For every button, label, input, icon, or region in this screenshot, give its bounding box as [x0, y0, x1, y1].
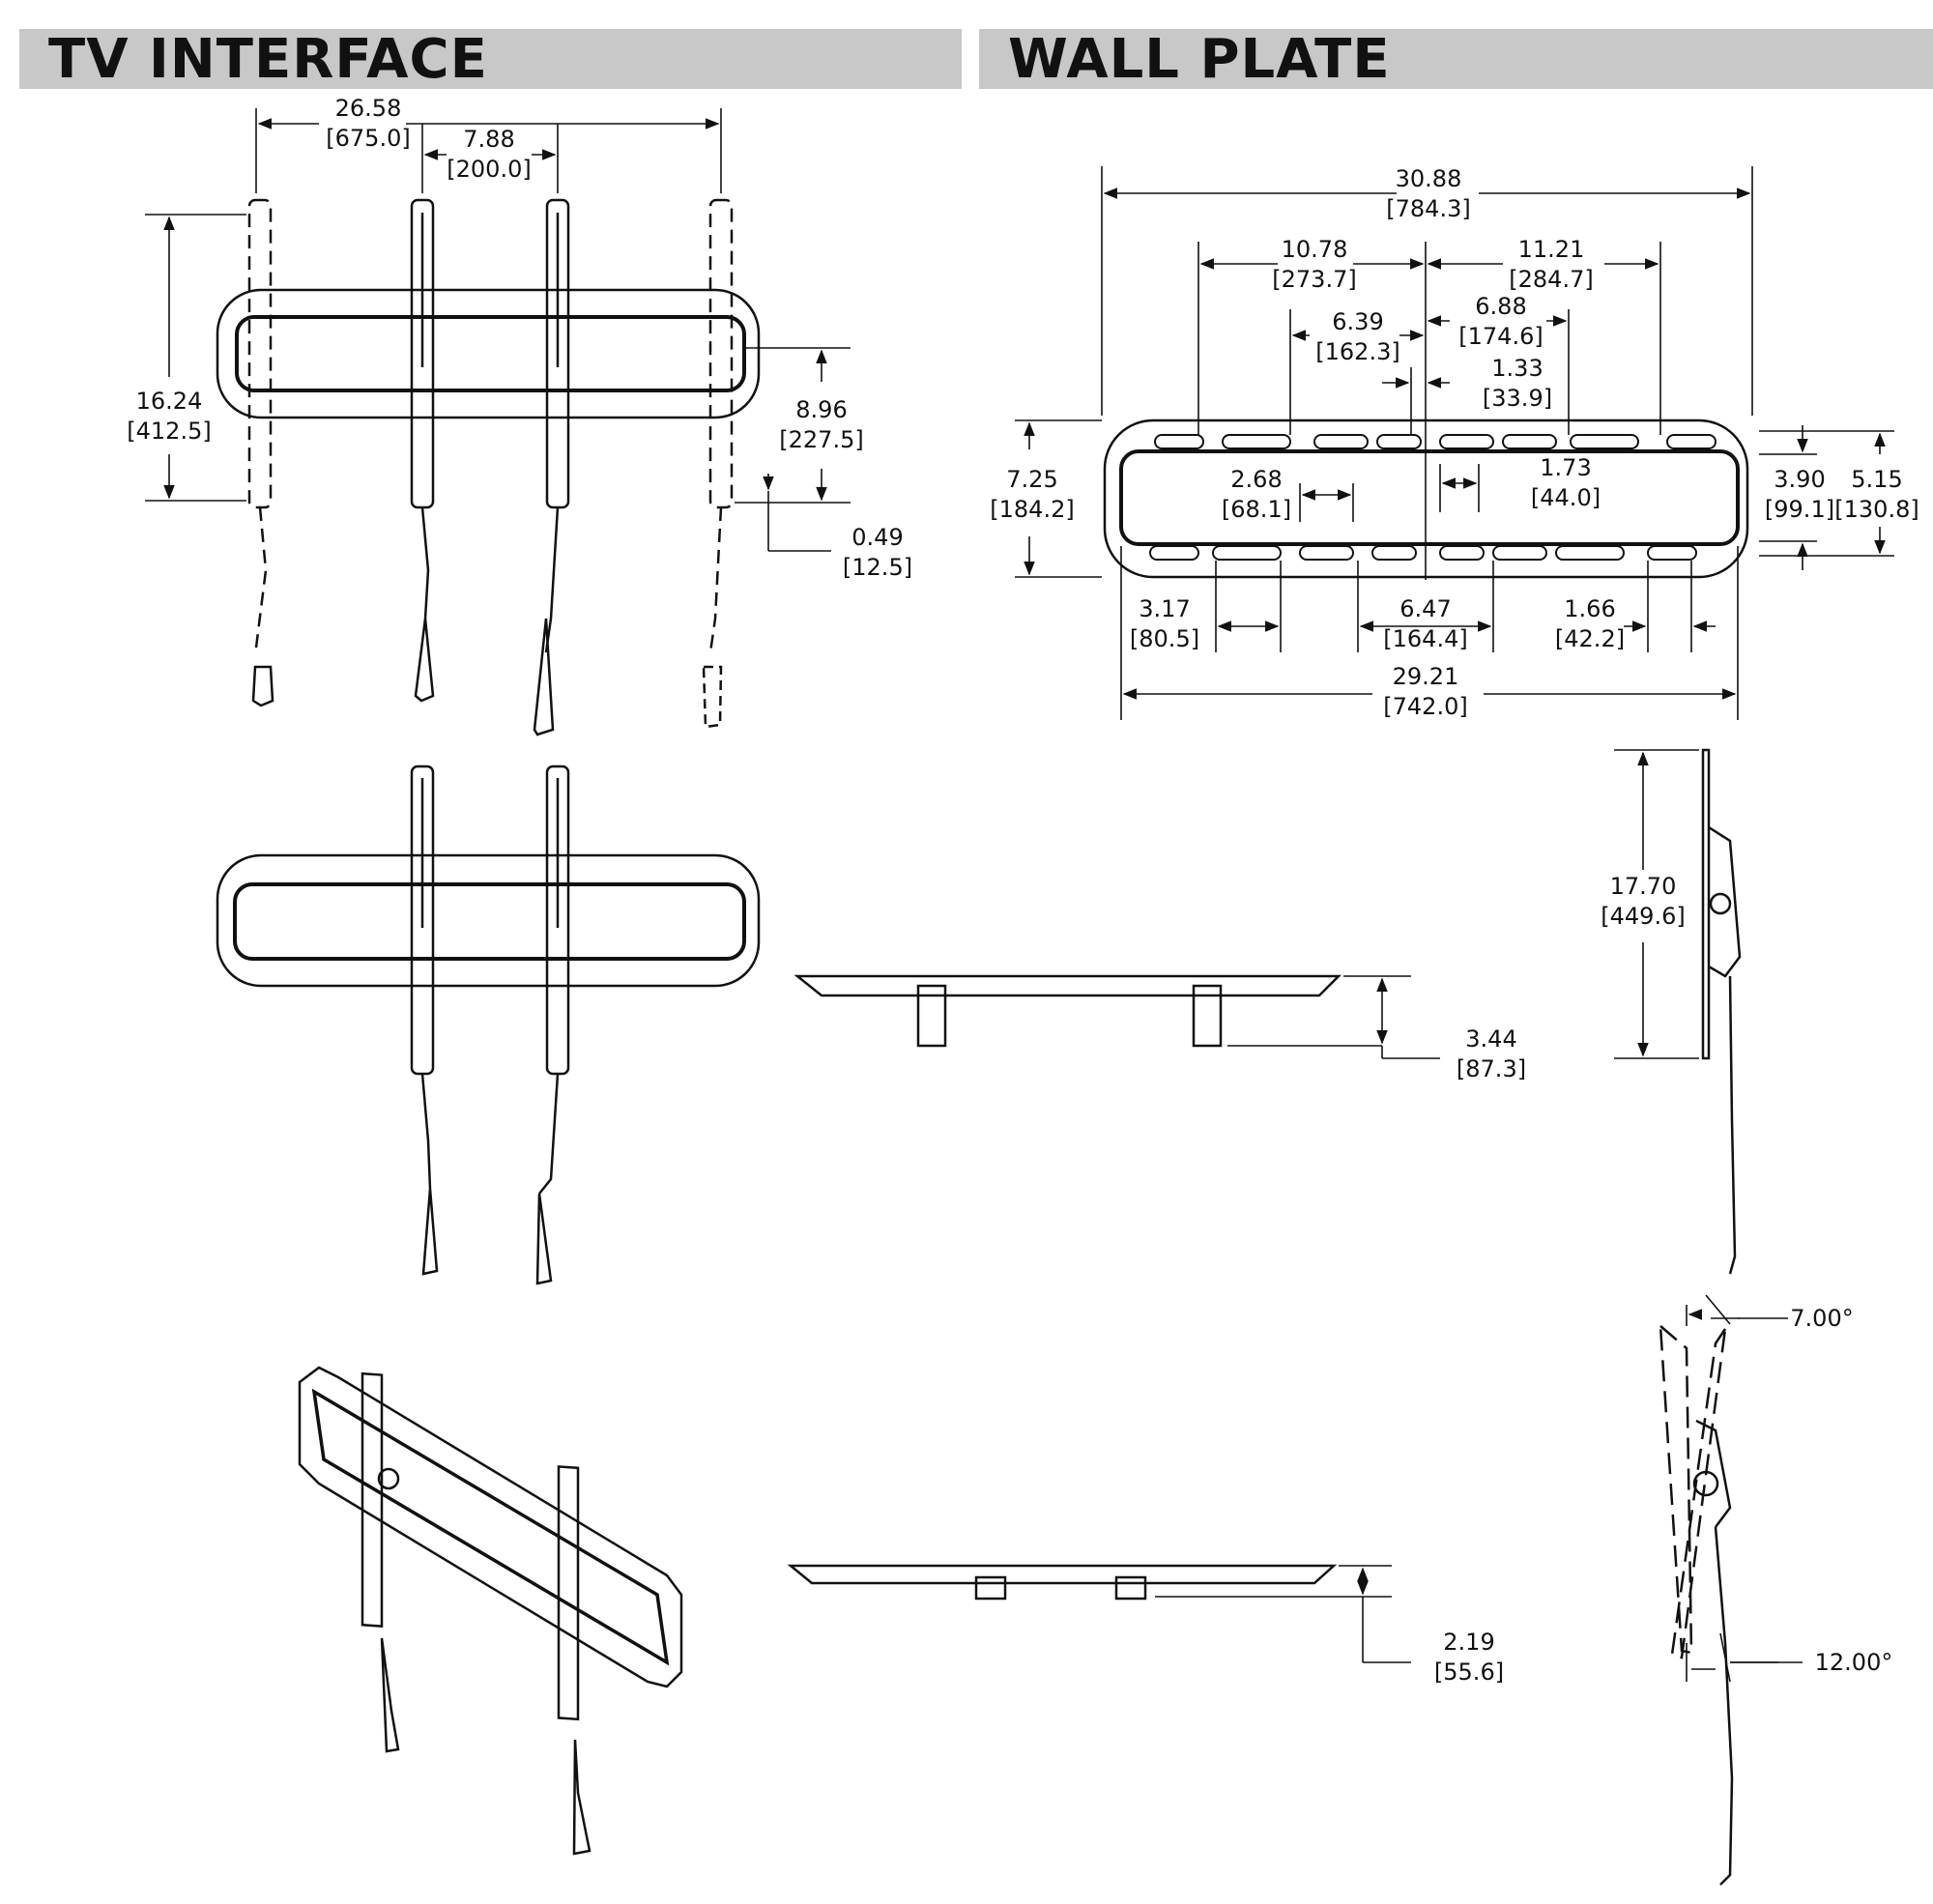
dim-0-49-mm: [12.5]	[843, 554, 912, 581]
dim-11-21-in: 11.21	[1518, 236, 1585, 263]
dim-16-24-mm: [412.5]	[127, 418, 211, 445]
dim-3-44-mm: [87.3]	[1457, 1055, 1526, 1082]
tv-interface-dimensions	[145, 108, 851, 552]
wall-plate-header: WALL PLATE	[979, 29, 1933, 89]
side-view	[1701, 748, 1742, 1275]
dim-tilt-down: 12.00°	[1815, 1649, 1893, 1676]
dim-16-24-in: 16.24	[136, 388, 203, 415]
dim-7-25-mm: [184.2]	[990, 496, 1074, 523]
wall-plate-title: WALL PLATE	[1008, 28, 1391, 91]
dim-29-21-mm: [742.0]	[1383, 693, 1467, 720]
dim-17-70-in: 17.70	[1610, 873, 1677, 900]
dim-2-68-mm: [68.1]	[1222, 496, 1291, 523]
tv-interface-title: TV INTERFACE	[48, 28, 488, 91]
dim-17-70-mm: [449.6]	[1601, 903, 1685, 930]
dim-8-96-in: 8.96	[795, 396, 847, 423]
wall-plate-inner	[235, 315, 746, 392]
dim-30-88-in: 30.88	[1396, 165, 1462, 192]
assembled-front-view	[216, 764, 761, 1285]
bracket-outer-left	[247, 198, 273, 509]
dim-10-78-mm: [273.7]	[1272, 266, 1356, 293]
dim-10-78-in: 10.78	[1282, 236, 1348, 263]
dim-6-88-mm: [174.6]	[1458, 323, 1543, 350]
top-view-min-depth-dimension	[1155, 1565, 1411, 1663]
isometric-view	[298, 1366, 683, 1856]
dim-1-66-in: 1.66	[1564, 595, 1615, 622]
dim-3-90-in: 3.90	[1774, 466, 1825, 493]
dim-2-68-in: 2.68	[1230, 466, 1282, 493]
side-view-dimension	[1614, 749, 1699, 1059]
dim-6-39-mm: [162.3]	[1315, 338, 1399, 365]
dim-5-15-mm: [130.8]	[1834, 496, 1919, 523]
top-view-max-depth	[793, 974, 1342, 1048]
dim-6-39-in: 6.39	[1332, 308, 1383, 335]
wall-plate-recess	[1119, 449, 1740, 546]
dim-2-19-mm: [55.6]	[1434, 1659, 1504, 1686]
dim-0-49-in: 0.49	[851, 524, 903, 551]
dim-8-96-mm: [227.5]	[779, 426, 863, 453]
dim-6-47-in: 6.47	[1399, 595, 1451, 622]
dim-3-17-mm: [80.5]	[1130, 625, 1199, 652]
dim-7-88-mm: [200.0]	[447, 156, 531, 183]
dim-6-47-mm: [164.4]	[1383, 625, 1467, 652]
dim-30-88-mm: [784.3]	[1386, 195, 1470, 222]
tv-interface-header: TV INTERFACE	[19, 29, 962, 89]
tilt-view-dimensions	[1686, 1294, 1803, 1683]
dim-7-88-in: 7.88	[463, 126, 514, 153]
dim-3-90-mm: [99.1]	[1765, 496, 1834, 523]
wall-plate-outer	[216, 288, 761, 419]
dim-1-66-mm: [42.2]	[1555, 625, 1625, 652]
dim-1-73-mm: [44.0]	[1531, 484, 1601, 511]
dim-6-88-in: 6.88	[1475, 293, 1526, 320]
dim-2-19-in: 2.19	[1443, 1629, 1494, 1656]
dim-1-33-in: 1.33	[1491, 355, 1543, 382]
tilt-view	[1659, 1323, 1734, 1886]
dim-11-21-mm: [284.7]	[1509, 266, 1593, 293]
dim-3-17-in: 3.17	[1139, 595, 1190, 622]
bracket-outer-right	[708, 198, 734, 509]
dim-7-25-in: 7.25	[1006, 466, 1057, 493]
dim-tilt-up: 7.00°	[1790, 1305, 1853, 1332]
wall-plate-dimensions	[1015, 166, 1894, 720]
dim-5-15-in: 5.15	[1851, 466, 1902, 493]
dim-1-33-mm: [33.9]	[1483, 385, 1552, 412]
dim-1-73-in: 1.73	[1540, 454, 1591, 481]
dim-26-58-in: 26.58	[335, 95, 402, 122]
tv-interface-front-view	[216, 198, 761, 736]
wall-plate-dimension-labels: 30.88 [784.3] 10.78 [273.7] 11.21 [284.7…	[990, 165, 1919, 720]
dim-3-44-in: 3.44	[1465, 1025, 1516, 1053]
dim-29-21-in: 29.21	[1393, 663, 1459, 690]
dim-26-58-mm: [675.0]	[326, 125, 410, 152]
top-view-min-depth	[787, 1564, 1338, 1601]
tv-interface-dimension-labels: 26.58 [675.0] 7.88 [200.0] 16.24 [412.5]…	[127, 95, 912, 581]
top-view-max-depth-dimension	[1227, 975, 1440, 1059]
